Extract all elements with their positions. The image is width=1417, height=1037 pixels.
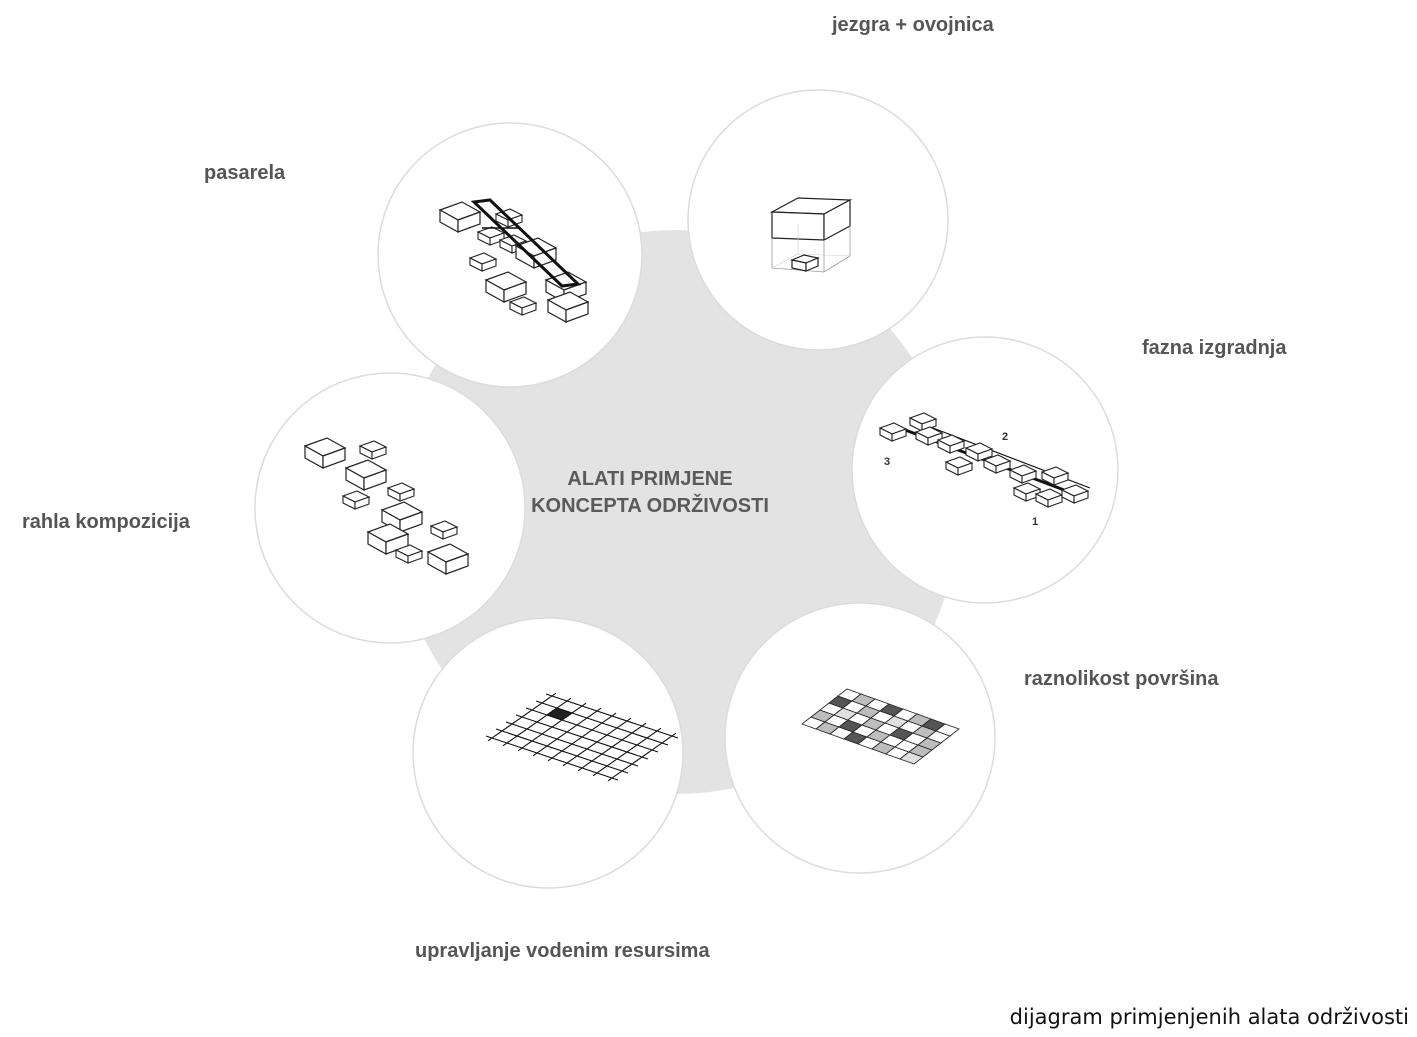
surface-tile xyxy=(935,723,960,737)
grid-line xyxy=(592,727,662,777)
center-title: ALATI PRIMJENE KONCEPTA ODRŽIVOSTI xyxy=(505,466,795,520)
phased-construction-illustration xyxy=(879,412,1091,508)
label-fazna: fazna izgradnja xyxy=(1142,337,1287,359)
phase-number-3: 3 xyxy=(884,456,891,468)
grid-line xyxy=(562,717,632,767)
bridge-illustration xyxy=(439,198,589,323)
label-upravljanje: upravljanje vodenim resursima xyxy=(415,940,710,962)
label-pasarela: pasarela xyxy=(204,162,286,184)
grid-line xyxy=(547,712,617,762)
center-title-line2: KONCEPTA ODRŽIVOSTI xyxy=(531,495,769,517)
grid-line xyxy=(607,732,677,782)
circle-pasarela xyxy=(377,122,643,388)
grid-line xyxy=(532,707,602,757)
grid-line xyxy=(517,702,587,752)
phase-number-1: 1 xyxy=(1032,516,1039,528)
figure-caption: dijagram primjenjenih alata održivosti xyxy=(1009,1005,1409,1029)
grid-line xyxy=(577,722,647,772)
center-title-line1: ALATI PRIMJENE xyxy=(567,468,733,490)
grid-line xyxy=(502,697,572,747)
phase-number-2: 2 xyxy=(1002,431,1009,443)
water-management-illustration xyxy=(485,692,679,782)
surface-diversity-illustration xyxy=(801,688,960,765)
core-envelope-illustration xyxy=(769,197,853,273)
label-jezgra: jezgra + ovojnica xyxy=(832,14,994,36)
circle-fazna xyxy=(851,336,1119,604)
label-raznolikost: raznolikost površina xyxy=(1024,668,1219,690)
grid-highlight-cell xyxy=(545,707,574,721)
label-rahla: rahla kompozicija xyxy=(22,511,190,533)
grid-line xyxy=(487,692,557,742)
circle-upravljanje xyxy=(412,617,684,889)
